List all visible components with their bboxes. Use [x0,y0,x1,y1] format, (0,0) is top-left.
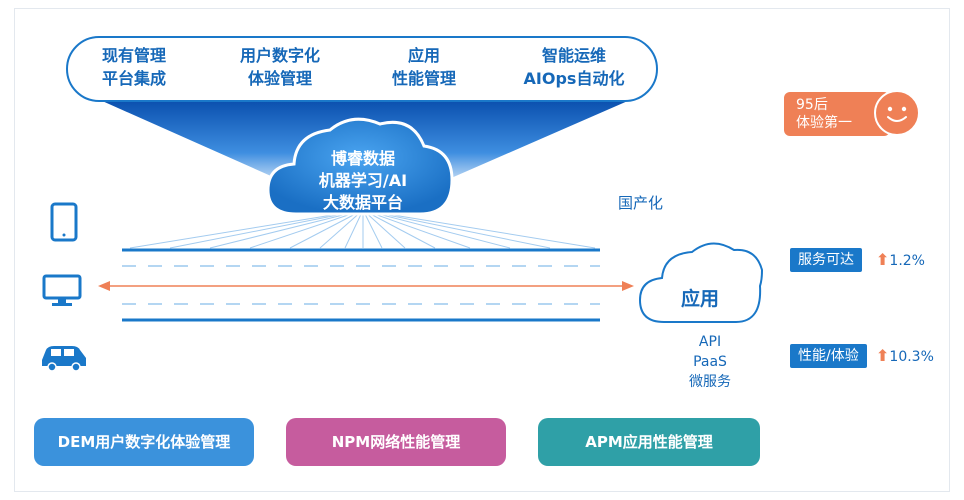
monitor-icon [42,274,82,306]
app-services-list: API PaaS 微服务 [689,334,731,390]
module-dem: DEM用户数字化体验管理 [34,418,254,466]
tablet-icon [50,202,78,242]
capability-aiops: 智能运维 AIOps自动化 [523,46,625,88]
module-apm: APM应用性能管理 [538,418,760,466]
up-arrow-icon: ⬆ [876,346,890,365]
app-cloud-label: 应用 [680,288,719,310]
metric-reachability-value: ⬆1.2% [876,248,925,273]
sunburst-rays [129,209,596,249]
domestic-label: 国产化 [618,194,664,212]
metric-reachability-tag: 服务可达 [790,248,862,272]
metric-reachability-number: 1.2% [889,253,925,269]
capability-apm: 应用 性能管理 [391,46,456,88]
platform-cloud-label: 博睿数据 机器学习/AI 大数据平台 [318,149,408,212]
metric-performance-value: ⬆10.3% [876,344,934,369]
capability-platform-integration: 现有管理 平台集成 [101,46,166,88]
car-icon [42,346,86,372]
module-npm: NPM网络性能管理 [286,418,506,466]
app-cloud [638,242,764,323]
smiley-face-icon [874,90,920,136]
up-arrow-icon: ⬆ [876,250,890,269]
capabilities-panel [66,36,658,102]
gen-z-badge: 95后 体验第一 [784,92,890,136]
metric-performance-tag: 性能/体验 [790,344,867,368]
capability-dem: 用户数字化 体验管理 [239,46,320,88]
data-flow-arrow [98,281,634,291]
platform-cloud [266,117,454,216]
metric-performance-number: 10.3% [889,349,934,365]
